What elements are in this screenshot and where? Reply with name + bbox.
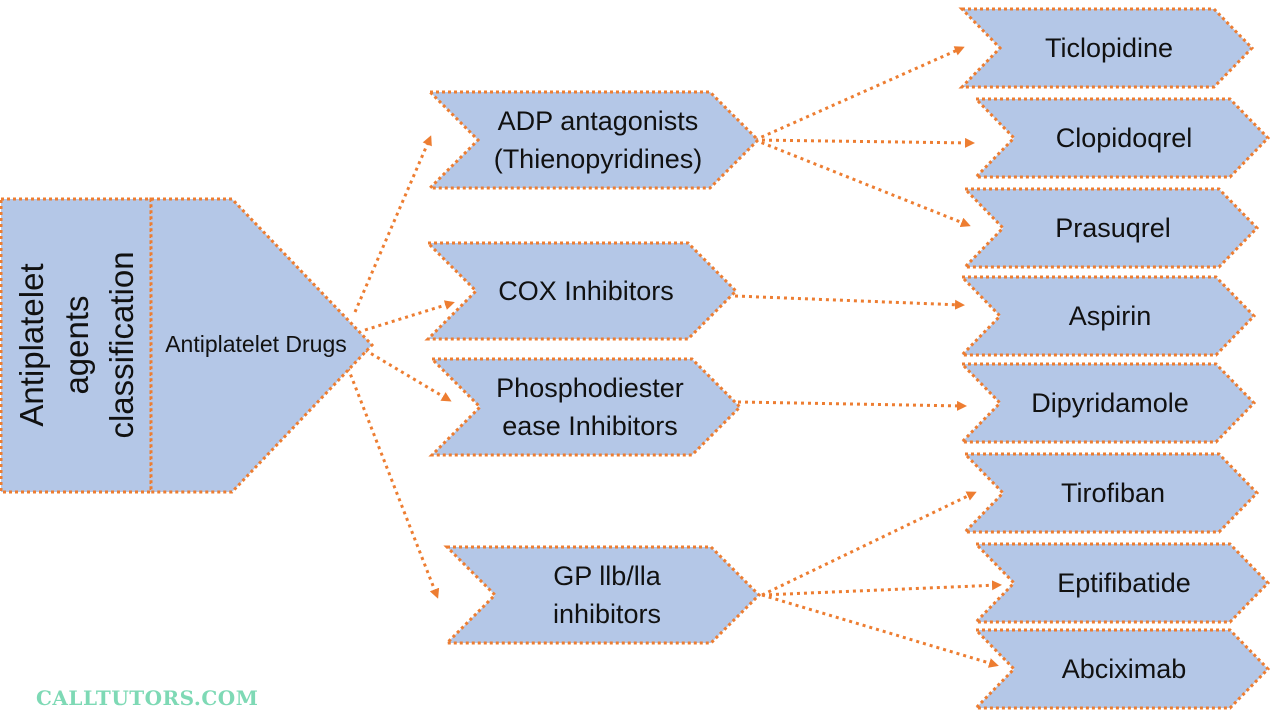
root-title-line: classification <box>103 251 140 438</box>
edge-gp-to-tirofiban <box>761 491 977 597</box>
class-label-line: ADP antagonists <box>498 106 699 136</box>
root-title-line: agents <box>58 295 95 394</box>
drug-chevron <box>961 187 1260 269</box>
drug-node-tirofiban: Tirofiban <box>961 452 1260 534</box>
edge-cox-to-aspirin <box>734 294 965 310</box>
class-node-cox: COX Inhibitors <box>424 241 739 341</box>
edge-adp-to-prasugrel <box>754 138 971 228</box>
drug-chevron <box>972 542 1271 624</box>
drug-chevron <box>972 97 1271 179</box>
drug-label: Aspirin <box>1069 301 1152 331</box>
class-label-line: ease Inhibitors <box>502 411 678 441</box>
class-chevron <box>426 90 761 190</box>
class-label-line: GP llb/lla <box>553 561 662 591</box>
edge-root-to-cox <box>364 300 455 332</box>
class-chevron <box>428 357 743 457</box>
drug-chevron <box>972 628 1271 710</box>
edge-adp-to-clopidogrel <box>754 137 975 148</box>
drug-node-aspirin: Aspirin <box>958 275 1257 357</box>
drug-label: Clopidoqrel <box>1056 123 1193 153</box>
root-title-box <box>0 197 153 494</box>
class-label: GP llb/lla inhibitors <box>553 561 662 629</box>
drug-label: Ticlopidine <box>1045 33 1173 63</box>
edge-root-to-adp <box>353 135 432 313</box>
root-label: Antiplatelet Drugs <box>165 331 347 357</box>
class-label-line: COX Inhibitors <box>498 276 674 306</box>
class-label-line: (Thienopyridines) <box>494 144 703 174</box>
class-node-adp: ADP antagonists (Thienopyridines) <box>426 90 761 190</box>
root-title-line: Antiplatelet <box>13 263 50 426</box>
class-label: Phosphodiester ease Inhibitors <box>496 373 684 441</box>
edge-root-to-gp <box>346 367 440 599</box>
drug-chevron <box>958 275 1257 357</box>
class-node-pde: Phosphodiester ease Inhibitors <box>428 357 743 457</box>
watermark-text: CALLTUTORS.COM <box>36 686 259 710</box>
drug-label: Tirofiban <box>1061 478 1165 508</box>
drug-node-dipyridamole: Dipyridamole <box>958 362 1257 444</box>
root-pentagon <box>149 197 375 494</box>
drug-label: Abciximab <box>1062 654 1187 684</box>
edge-root-to-pde <box>364 348 452 402</box>
class-label: ADP antagonists (Thienopyridines) <box>494 106 703 174</box>
class-chevron <box>424 241 739 341</box>
drug-node-clopidogrel: Clopidoqrel <box>972 97 1271 179</box>
edges-layer <box>346 46 1002 668</box>
drug-label: Eptifibatide <box>1057 568 1191 598</box>
class-chevron <box>443 545 762 645</box>
drug-chevron <box>961 452 1260 534</box>
class-node-gp: GP llb/lla inhibitors <box>443 545 762 645</box>
drug-node-prasugrel: Prasuqrel <box>961 187 1260 269</box>
edge-gp-to-eptifibatide <box>761 580 1002 597</box>
class-label-line: Phosphodiester <box>496 373 684 403</box>
drug-label: Prasuqrel <box>1055 213 1171 243</box>
edge-gp-to-abciximab <box>761 593 999 668</box>
edge-pde-to-dipyridamole <box>737 400 967 411</box>
class-label-line: inhibitors <box>553 599 661 629</box>
class-label: COX Inhibitors <box>498 276 674 306</box>
drug-node-ticlopidine: Ticlopidine <box>958 7 1255 89</box>
drug-node-eptifibatide: Eptifibatide <box>972 542 1271 624</box>
drug-chevron <box>958 362 1257 444</box>
edge-adp-to-ticlopidine <box>754 46 965 142</box>
drug-label: Dipyridamole <box>1031 388 1189 418</box>
drug-node-abciximab: Abciximab <box>972 628 1271 710</box>
drug-chevron <box>958 7 1255 89</box>
